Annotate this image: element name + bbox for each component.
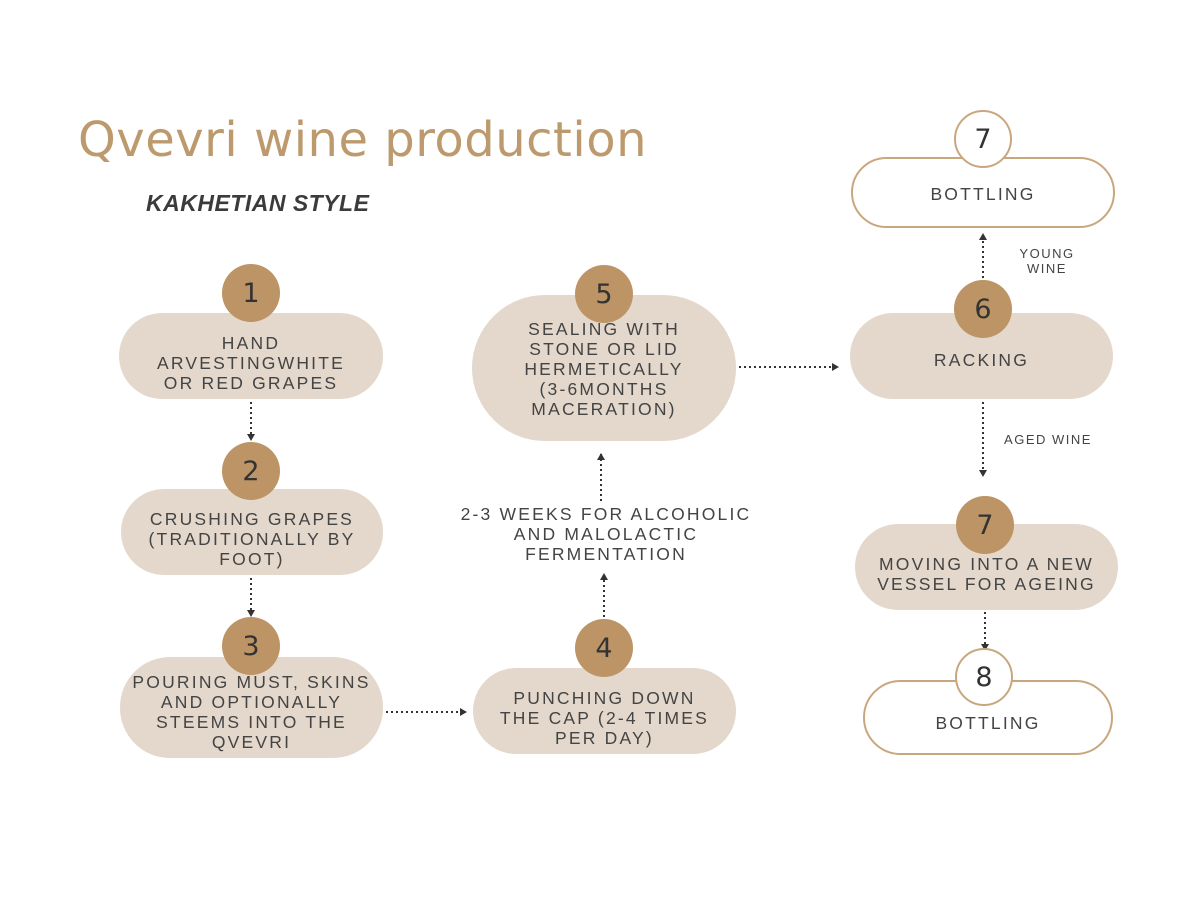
step-7-bottling-badge: 7 — [954, 110, 1012, 168]
step-1-badge: 1 — [222, 264, 280, 322]
step-4-box: PUNCHING DOWN THE CAP (2-4 TIMES PER DAY… — [473, 668, 736, 754]
step-6-badge: 6 — [954, 280, 1012, 338]
page-subtitle: KAKHETIAN STYLE — [146, 190, 370, 216]
step-7-vessel-label: MOVING INTO A NEW VESSEL FOR AGEING — [877, 554, 1096, 594]
step-7-vessel-badge: 7 — [956, 496, 1014, 554]
step-2-label: CRUSHING GRAPES (TRADITIONALLY BY FOOT) — [148, 509, 356, 569]
step-4-label: PUNCHING DOWN THE CAP (2-4 TIMES PER DAY… — [499, 688, 710, 748]
aged-wine-label: AGED WINE — [1004, 432, 1092, 447]
step-8-bottling-badge: 8 — [955, 648, 1013, 706]
step-8-bottling-label: BOTTLING — [935, 712, 1041, 733]
step-2-box: CRUSHING GRAPES (TRADITIONALLY BY FOOT) — [121, 489, 383, 575]
step-3-badge: 3 — [222, 617, 280, 675]
step-5-label: SEALING WITH STONE OR LID HERMETICALLY (… — [524, 319, 684, 419]
step-3-label: POURING MUST, SKINS AND OPTIONALLY STEEM… — [132, 671, 371, 752]
step-7-bottling-label: BOTTLING — [930, 183, 1036, 204]
step-5-badge: 5 — [575, 265, 633, 323]
step-6-label: RACKING — [933, 350, 1030, 370]
step-2-badge: 2 — [222, 442, 280, 500]
page-title: Qvevri wine production — [78, 112, 647, 168]
fermentation-label: 2-3 WEEKS FOR ALCOHOLIC AND MALOLACTIC F… — [460, 504, 752, 564]
young-wine-label: YOUNG WINE — [1019, 246, 1075, 276]
step-1-box: HAND ARVESTINGWHITE OR RED GRAPES — [119, 313, 383, 399]
step-4-badge: 4 — [575, 619, 633, 677]
step-7-bottling-box: BOTTLING — [851, 157, 1115, 228]
step-1-label: HAND ARVESTINGWHITE OR RED GRAPES — [157, 333, 345, 393]
